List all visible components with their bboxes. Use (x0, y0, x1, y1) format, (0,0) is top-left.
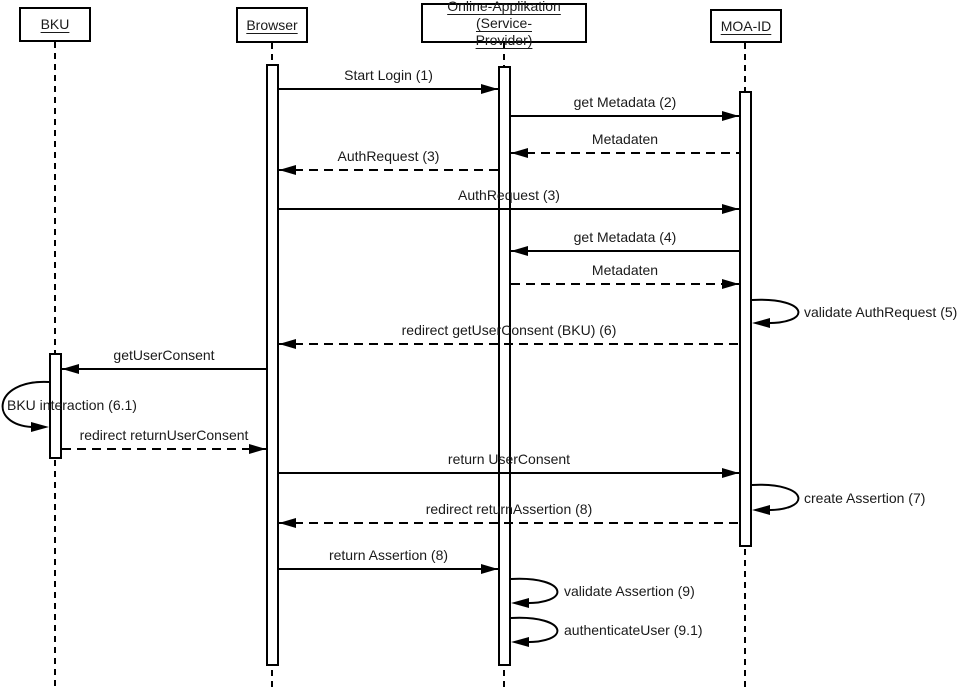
self-message-loop-icon (751, 298, 800, 328)
actor-moa-id: MOA-ID (710, 9, 782, 43)
message-arrowhead-icon (511, 148, 528, 158)
message-label: get Metadata (4) (573, 229, 677, 245)
message-label: return Assertion (8) (328, 547, 449, 563)
message-label: get Metadata (2) (573, 94, 677, 110)
message-line (279, 522, 739, 524)
self-message-loop-icon (510, 616, 559, 647)
message-arrowhead-icon (722, 111, 739, 121)
activation-bar-browser (266, 64, 279, 666)
message-arrowhead-icon (62, 364, 79, 374)
message-line (279, 169, 498, 171)
self-message-label: validate Assertion (9) (564, 583, 695, 599)
message-arrowhead-icon (481, 84, 498, 94)
message-line (62, 448, 266, 450)
activation-bar-bku (49, 353, 62, 459)
message-label: redirect returnUserConsent (79, 427, 249, 443)
actor-label: Online-Applikation (Service- (447, 0, 561, 31)
message-line (62, 368, 266, 370)
self-message-label: validate AuthRequest (5) (804, 303, 958, 320)
message-line (279, 88, 498, 90)
message-line (511, 115, 739, 117)
message-arrowhead-icon (722, 279, 739, 289)
message-label: redirect returnAssertion (8) (425, 501, 593, 517)
message-arrowhead-icon (722, 204, 739, 214)
message-label: AuthRequest (3) (337, 148, 440, 164)
self-message-loop-icon (751, 483, 800, 515)
actor-online-applikation: Online-Applikation (Service-Provider) (421, 0, 587, 48)
message-label: getUserConsent (113, 347, 215, 363)
actor-label: Provider) (475, 31, 533, 48)
message-line (279, 472, 739, 474)
message-arrowhead-icon (481, 564, 498, 574)
message-label: return UserConsent (447, 451, 571, 467)
activation-bar-moa-id (739, 91, 752, 547)
message-line (279, 568, 498, 570)
self-message-loop-icon (1, 380, 50, 432)
message-label: Metadaten (591, 262, 659, 278)
self-message-label: create Assertion (7) (804, 489, 926, 506)
message-line (511, 152, 739, 154)
actor-bku: BKU (19, 7, 91, 42)
message-label: AuthRequest (3) (458, 187, 560, 203)
message-arrowhead-icon (722, 468, 739, 478)
message-line (511, 283, 739, 285)
actor-browser: Browser (236, 7, 308, 43)
message-line (511, 250, 739, 252)
message-line (279, 208, 739, 210)
message-arrowhead-icon (249, 444, 266, 454)
self-message-label: authenticateUser (9.1) (564, 622, 703, 638)
message-label: Metadaten (591, 131, 659, 147)
self-message-loop-icon (510, 577, 559, 608)
actor-label: BKU (40, 16, 70, 32)
actor-label: MOA-ID (720, 17, 772, 34)
message-line (279, 343, 739, 345)
actor-label: Browser (246, 16, 298, 33)
message-arrowhead-icon (511, 246, 528, 256)
message-arrowhead-icon (279, 339, 296, 349)
message-arrowhead-icon (279, 518, 296, 528)
message-label: Start Login (1) (344, 67, 433, 83)
self-message-label: BKU interaction (6.1) (7, 396, 137, 413)
message-label: redirect getUserConsent (BKU) (6) (401, 322, 617, 338)
activation-bar-online-applikation (498, 66, 511, 666)
message-arrowhead-icon (279, 165, 296, 175)
